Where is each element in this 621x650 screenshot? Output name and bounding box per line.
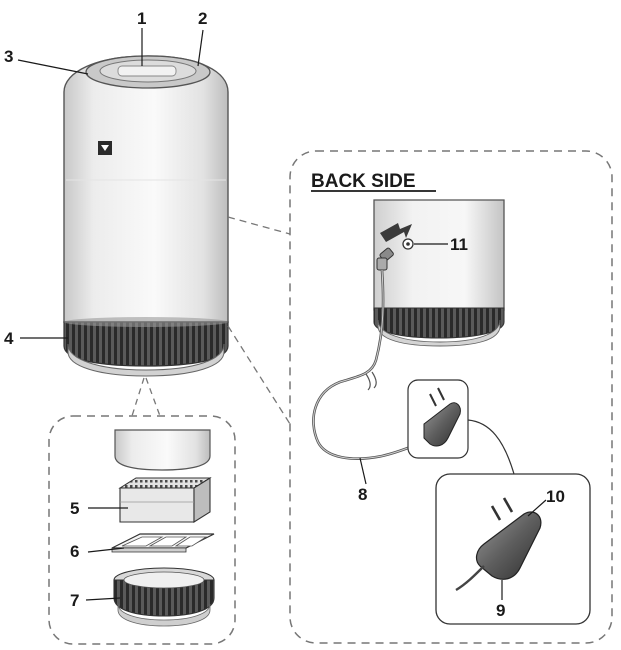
exploded-view-callout xyxy=(48,377,236,645)
ac-adapter-icon xyxy=(455,497,542,592)
callout-8: 8 xyxy=(358,485,367,504)
purifier-unit xyxy=(63,55,229,377)
callout-2: 2 xyxy=(198,9,207,28)
operation-panel xyxy=(117,65,177,77)
back-side-callout: BACK SIDE xyxy=(227,150,613,644)
adapter-thumbnail-icon xyxy=(423,387,461,447)
callout-5: 5 xyxy=(70,499,79,518)
callout-numbers: 1 2 3 4 5 6 7 8 9 10 11 xyxy=(4,9,565,620)
callout-6: 6 xyxy=(70,542,79,561)
dc-plug-icon xyxy=(376,247,394,271)
purifier-body xyxy=(63,55,229,323)
base-plate xyxy=(67,343,225,377)
body-lower-section xyxy=(114,429,211,471)
main-unit-leaders xyxy=(17,28,204,339)
callout-10: 10 xyxy=(546,487,565,506)
intake-ring xyxy=(63,321,229,367)
callout-7: 7 xyxy=(70,591,79,610)
back-side-title: BACK SIDE xyxy=(311,171,416,192)
callout-1: 1 xyxy=(137,9,146,28)
callout-4: 4 xyxy=(4,329,14,348)
back-side-panel xyxy=(289,150,613,644)
filter-frame xyxy=(111,533,215,553)
callout-9: 9 xyxy=(496,601,505,620)
exploded-view-panel xyxy=(48,415,236,645)
callout-3: 3 xyxy=(4,47,13,66)
callout-11: 11 xyxy=(450,235,468,254)
filter-unit xyxy=(118,477,212,523)
back-intake-ring xyxy=(373,307,505,339)
insert-arrow-icon xyxy=(380,223,412,242)
bottom-intake xyxy=(113,567,215,627)
